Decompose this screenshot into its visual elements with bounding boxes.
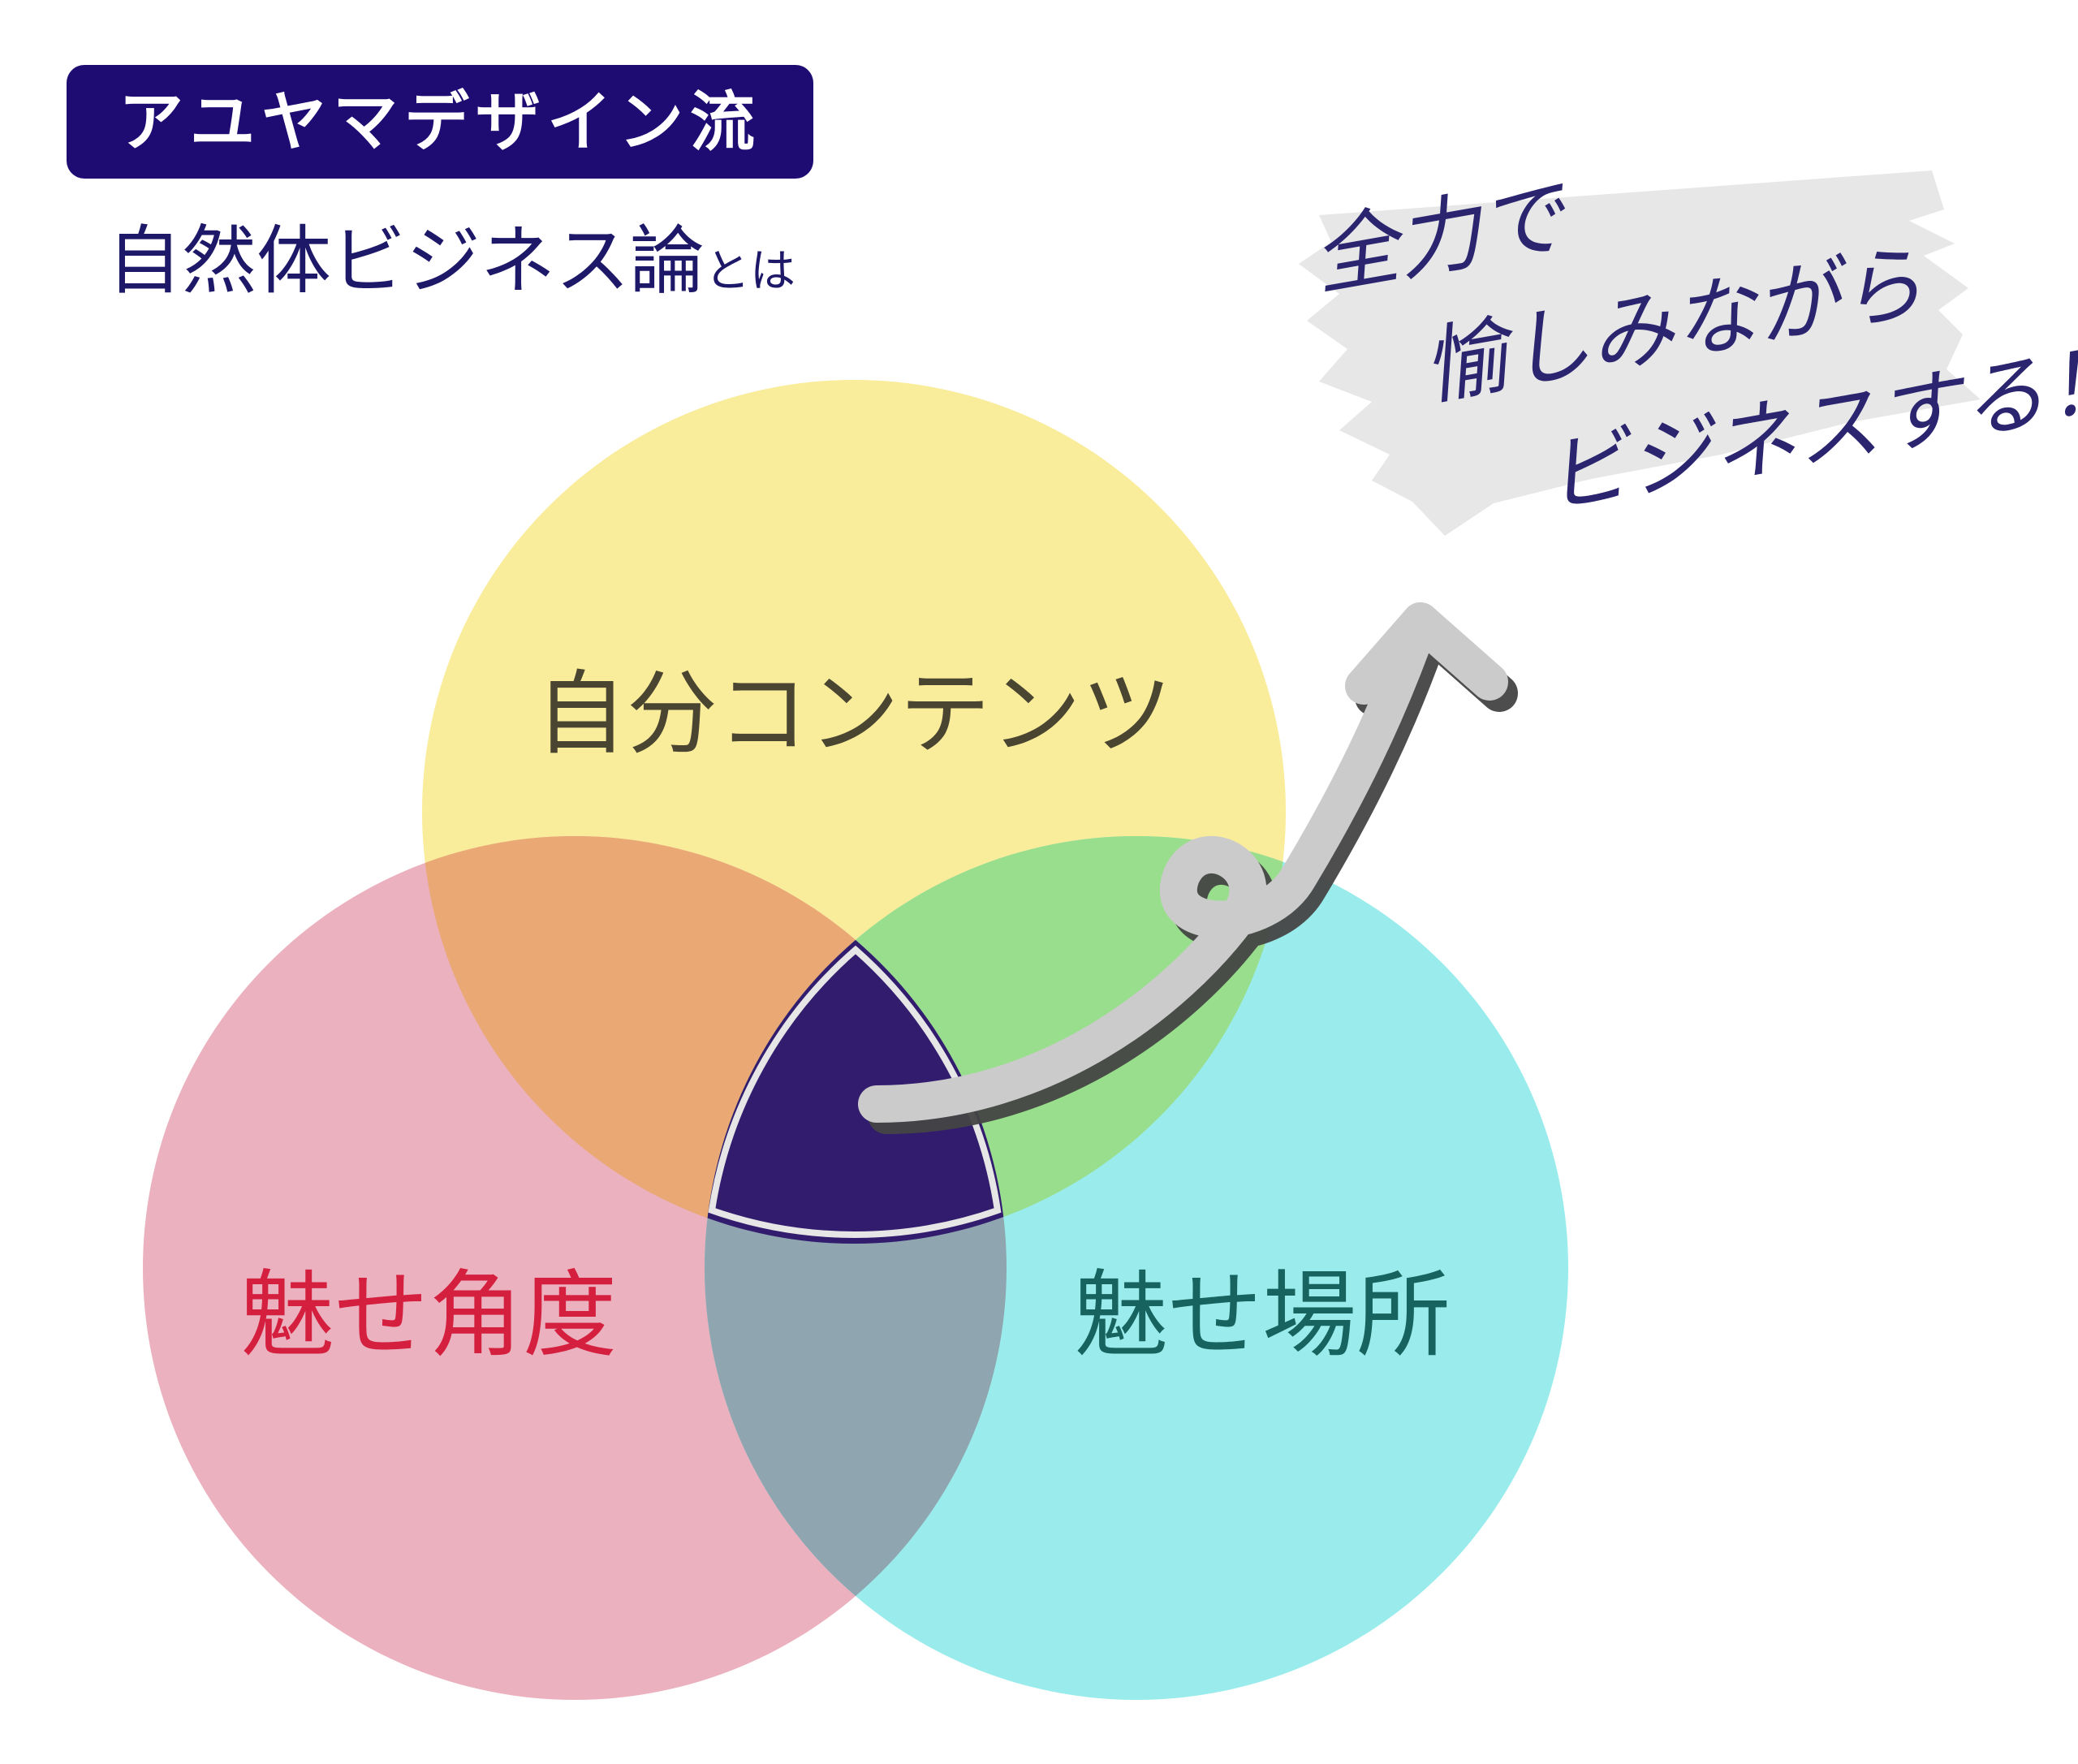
arrow-head: [1345, 602, 1508, 705]
page-title-suffix: とは: [705, 245, 796, 298]
overlap-center: [705, 836, 1007, 1244]
page-title: 自然体ビジネス論とは: [107, 213, 795, 321]
upward-loop-arrow: [858, 602, 1508, 1123]
title-badge: アユヤマデザイン流: [67, 65, 813, 179]
label-self-content: 自分コンテンツ: [536, 662, 1172, 767]
brush-stroke-background: [1299, 170, 1981, 536]
center-outline: [708, 945, 1002, 1238]
label-appeal-angle: 魅せ角度: [240, 1261, 617, 1370]
page-title-main: 自然体ビジネス論: [107, 218, 705, 304]
label-appeal-place: 魅せ場所: [1074, 1261, 1451, 1370]
